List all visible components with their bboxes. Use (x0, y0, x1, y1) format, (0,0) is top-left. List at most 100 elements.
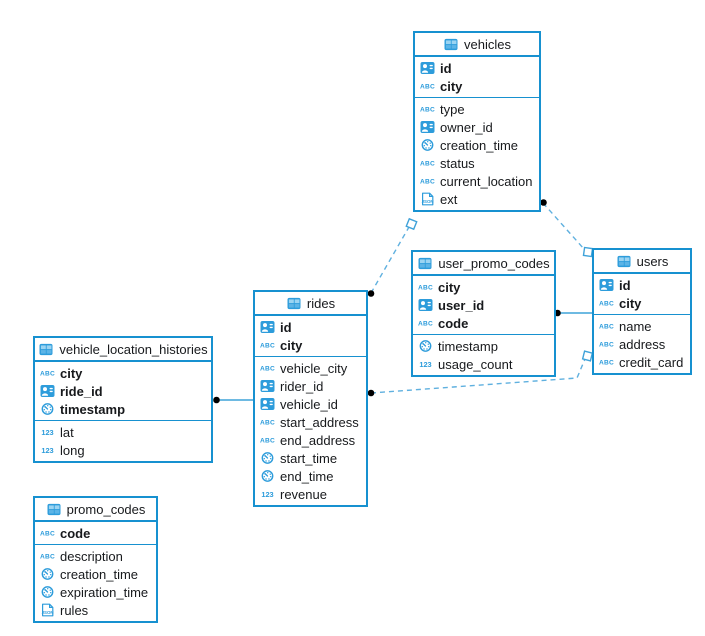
field-row[interactable]: city (594, 294, 690, 312)
pk-section: city ride_id timestamp (35, 362, 211, 420)
field-row[interactable]: lat (35, 423, 211, 441)
field-row[interactable]: vehicle_id (255, 395, 366, 413)
user-ref-icon (39, 384, 56, 398)
field-row[interactable]: ride_id (35, 382, 211, 400)
relation-rides-vehicles[interactable] (370, 226, 410, 294)
field-name: code (60, 525, 91, 541)
text-type-icon (419, 102, 436, 116)
field-name: address (619, 336, 666, 352)
field-row[interactable]: long (35, 441, 211, 459)
text-type-icon (417, 280, 434, 294)
field-row[interactable]: id (255, 318, 366, 336)
table-header[interactable]: promo_codes (35, 498, 156, 522)
field-name: end_address (280, 432, 356, 448)
endpoint-square (582, 246, 594, 258)
field-name: revenue (280, 486, 327, 502)
field-row[interactable]: id (594, 276, 690, 294)
table-header[interactable]: vehicles (415, 33, 539, 57)
table-title: rides (306, 295, 336, 311)
table-rides[interactable]: rides id city vehicle_city rider_id vehi… (253, 290, 368, 507)
table-header[interactable]: users (594, 250, 690, 274)
user-ref-icon (259, 320, 276, 334)
pk-section: id city (255, 316, 366, 356)
table-icon (417, 257, 433, 270)
field-row[interactable]: current_location (415, 172, 539, 190)
field-name: user_id (438, 297, 485, 313)
field-row[interactable]: user_id (413, 296, 554, 314)
field-name: id (280, 319, 292, 335)
text-type-icon (39, 526, 56, 540)
user-ref-icon (419, 61, 436, 75)
timestamp-icon (39, 567, 56, 581)
field-name: creation_time (60, 566, 139, 582)
field-name: city (60, 365, 83, 381)
field-row[interactable]: rider_id (255, 377, 366, 395)
field-row[interactable]: code (35, 524, 156, 542)
field-row[interactable]: type (415, 100, 539, 118)
field-row[interactable]: creation_time (415, 136, 539, 154)
field-row[interactable]: ext (415, 190, 539, 208)
relation-rides-users[interactable] (370, 358, 586, 394)
field-name: ride_id (60, 383, 103, 399)
field-name: creation_time (440, 137, 519, 153)
field-row[interactable]: credit_card (594, 353, 690, 371)
text-type-icon (259, 433, 276, 447)
field-name: usage_count (438, 356, 513, 372)
field-row[interactable]: revenue (255, 485, 366, 503)
text-type-icon (598, 296, 615, 310)
relation-vehicles-users[interactable] (542, 202, 585, 250)
field-row[interactable]: name (594, 317, 690, 335)
field-name: current_location (440, 173, 533, 189)
pk-section: id city (415, 57, 539, 97)
field-row[interactable]: owner_id (415, 118, 539, 136)
field-name: city (438, 279, 461, 295)
pk-section: city user_id code (413, 276, 554, 334)
field-row[interactable]: timestamp (413, 337, 554, 355)
table-users[interactable]: users id city name address credit_card (592, 248, 692, 375)
table-title: users (636, 253, 669, 269)
field-row[interactable]: rules (35, 601, 156, 619)
field-row[interactable]: start_address (255, 413, 366, 431)
field-row[interactable]: city (35, 364, 211, 382)
field-row[interactable]: vehicle_city (255, 359, 366, 377)
table-header[interactable]: vehicle_location_histories (35, 338, 211, 362)
table-header[interactable]: rides (255, 292, 366, 316)
field-row[interactable]: timestamp (35, 400, 211, 418)
table-vehicle-location-histories[interactable]: vehicle_location_histories city ride_id … (33, 336, 213, 463)
table-promo-codes[interactable]: promo_codes code description creation_ti… (33, 496, 158, 623)
field-name: ext (440, 191, 458, 207)
text-type-icon (598, 319, 615, 333)
field-row[interactable]: description (35, 547, 156, 565)
endpoint-dot (367, 290, 375, 297)
number-type-icon (39, 425, 56, 439)
field-name: id (440, 60, 452, 76)
field-name: expiration_time (60, 584, 149, 600)
field-name: vehicle_city (280, 360, 348, 376)
field-row[interactable]: city (413, 278, 554, 296)
table-icon (46, 503, 62, 516)
field-row[interactable]: usage_count (413, 355, 554, 373)
field-row[interactable]: id (415, 59, 539, 77)
field-row[interactable]: city (255, 336, 366, 354)
table-vehicles[interactable]: vehicles id city type owner_id creation_… (413, 31, 541, 212)
field-name: start_time (280, 450, 338, 466)
field-row[interactable]: address (594, 335, 690, 353)
field-row[interactable]: code (413, 314, 554, 332)
field-row[interactable]: end_address (255, 431, 366, 449)
field-name: id (619, 277, 631, 293)
text-type-icon (419, 174, 436, 188)
endpoint-square (581, 350, 594, 362)
field-row[interactable]: creation_time (35, 565, 156, 583)
columns-section: vehicle_city rider_id vehicle_id start_a… (255, 356, 366, 505)
text-type-icon (419, 79, 436, 93)
field-name: owner_id (440, 119, 493, 135)
table-header[interactable]: user_promo_codes (413, 252, 554, 276)
field-row[interactable]: end_time (255, 467, 366, 485)
table-user-promo-codes[interactable]: user_promo_codes city user_id code times… (411, 250, 556, 377)
field-row[interactable]: status (415, 154, 539, 172)
field-row[interactable]: expiration_time (35, 583, 156, 601)
field-name: city (280, 337, 303, 353)
field-row[interactable]: start_time (255, 449, 366, 467)
field-row[interactable]: city (415, 77, 539, 95)
user-ref-icon (259, 379, 276, 393)
